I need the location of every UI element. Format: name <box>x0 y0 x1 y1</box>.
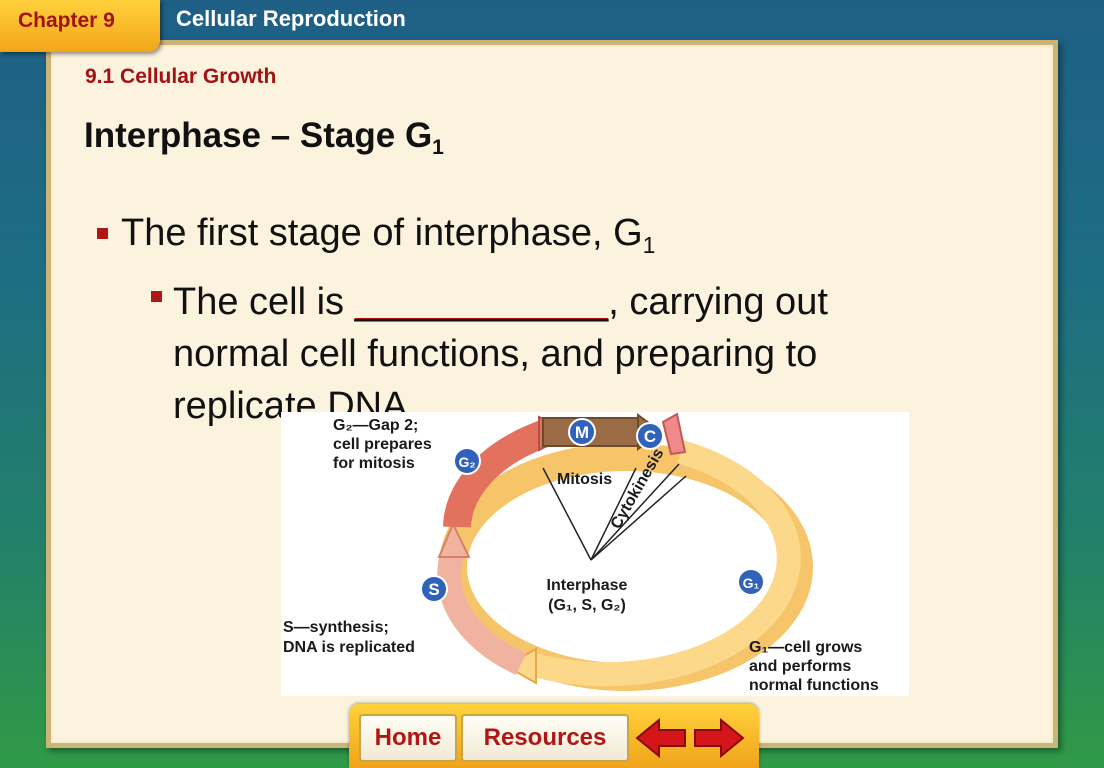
g2-arc <box>443 420 549 528</box>
pointer-line <box>542 467 592 561</box>
bullet1-subscript: 1 <box>642 231 656 258</box>
s-arc <box>437 548 527 675</box>
pointer-line <box>590 463 680 561</box>
g1-icon: G₁ <box>737 568 765 596</box>
bullet2-after: , carrying out normal cell functions, an… <box>173 281 828 427</box>
resources-button[interactable]: Resources <box>461 714 629 762</box>
g1-label-line3: normal functions <box>749 677 879 694</box>
bullet-level1: The first stage of interphase, G1 <box>121 212 656 258</box>
bullet2-before: The cell is <box>173 281 355 323</box>
svg-text:G₂: G₂ <box>458 454 475 470</box>
g1-label-line1: G₁—cell grows <box>749 639 862 656</box>
g1-arc <box>527 440 801 687</box>
bullet-square-icon <box>97 228 108 239</box>
g2-icon: G₂ <box>453 447 481 475</box>
g1-label-line2: and performs <box>749 658 851 675</box>
cell-cycle-svg: M C G₂ S G₁ G₂—Gap 2; cell prepares for … <box>283 412 879 694</box>
slide-title-subscript: 1 <box>432 136 444 160</box>
section-title: 9.1 Cellular Growth <box>85 65 277 88</box>
s-icon: S <box>420 575 448 603</box>
svg-text:S: S <box>428 580 439 599</box>
m-icon: M <box>568 418 596 446</box>
bullet-square-icon <box>151 291 162 302</box>
svg-text:G₁: G₁ <box>743 575 760 591</box>
fill-in-blank: ____________ <box>354 281 609 323</box>
cytokinesis-block <box>661 412 687 456</box>
slide-title-text: Interphase – Stage G <box>84 116 433 155</box>
bullet1-text: The first stage of interphase, G <box>121 212 643 254</box>
nav-bar: Home Resources <box>349 704 759 768</box>
g2-label-line2: cell prepares <box>333 436 432 453</box>
interphase-label-line2: (G₁, S, G₂) <box>548 597 626 614</box>
svg-text:M: M <box>575 423 589 442</box>
chapter-label: Chapter 9 <box>18 9 115 32</box>
chapter-tab[interactable]: Chapter 9 <box>0 0 160 52</box>
g2-label-line1: G₂—Gap 2; <box>333 417 418 434</box>
g2-label-line3: for mitosis <box>333 455 415 472</box>
interphase-label-line1: Interphase <box>547 577 628 594</box>
mitosis-label: Mitosis <box>557 471 612 488</box>
pointer-line <box>590 467 637 561</box>
s-label-line1: S—synthesis; <box>283 619 389 636</box>
c-icon: C <box>636 422 664 450</box>
right-arrow-icon[interactable] <box>693 717 745 759</box>
svg-text:C: C <box>644 427 656 446</box>
pointer-line <box>590 475 687 561</box>
slide-title: Interphase – Stage G1 <box>84 116 444 160</box>
header-title: Cellular Reproduction <box>176 6 406 31</box>
cell-cycle-diagram: M C G₂ S G₁ G₂—Gap 2; cell prepares for … <box>281 412 909 696</box>
home-button[interactable]: Home <box>359 714 457 762</box>
left-arrow-icon[interactable] <box>635 717 687 759</box>
bullet-level2: The cell is ____________, carrying out n… <box>173 276 933 432</box>
s-label-line2: DNA is replicated <box>283 639 415 656</box>
s-arrowhead <box>437 521 471 558</box>
